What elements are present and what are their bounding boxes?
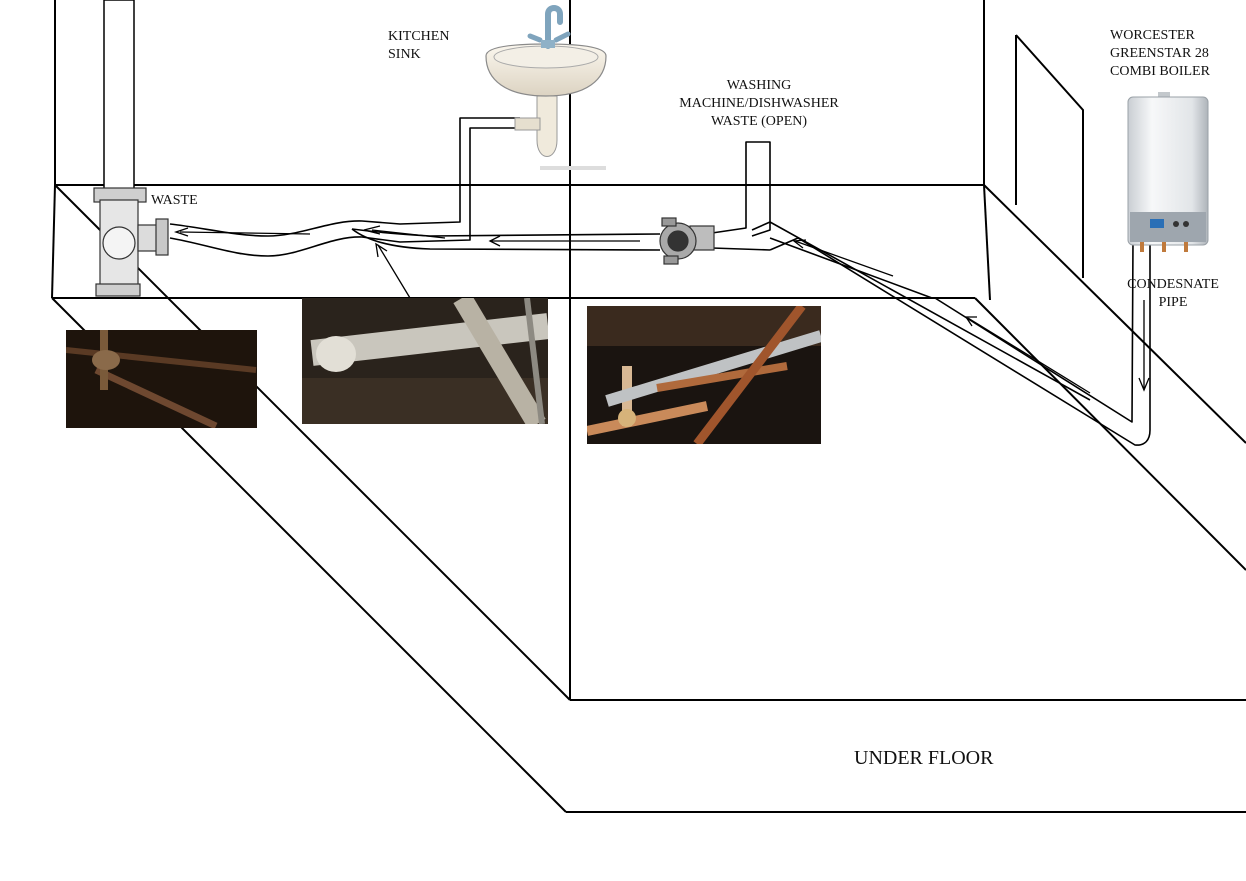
soil-stack — [103, 0, 135, 193]
combi-boiler-icon — [1127, 92, 1209, 252]
label-under-floor: UNDER FLOOR — [854, 747, 994, 769]
photo-copper-pipes-right — [587, 306, 821, 444]
flow-arrows — [173, 225, 1150, 394]
label-condensate-pipe: CONDESNATE PIPE — [1127, 277, 1219, 310]
label-kitchen-sink: KITCHEN SINK — [388, 29, 450, 62]
photo-copper-pipes-left — [66, 330, 257, 428]
label-combi-boiler: WORCESTER GREENSTAR 28 COMBI BOILER — [1110, 28, 1210, 79]
label-waste: WASTE — [151, 193, 198, 208]
pipe-clamp-fitting — [659, 217, 715, 265]
stack-tee-fitting — [93, 187, 169, 297]
label-washing-machine-waste: WASHING MACHINE/DISHWASHER WASTE (OPEN) — [679, 78, 839, 129]
photo-grey-waste-pipe — [302, 298, 548, 424]
kitchen-sink-icon — [485, 5, 607, 170]
